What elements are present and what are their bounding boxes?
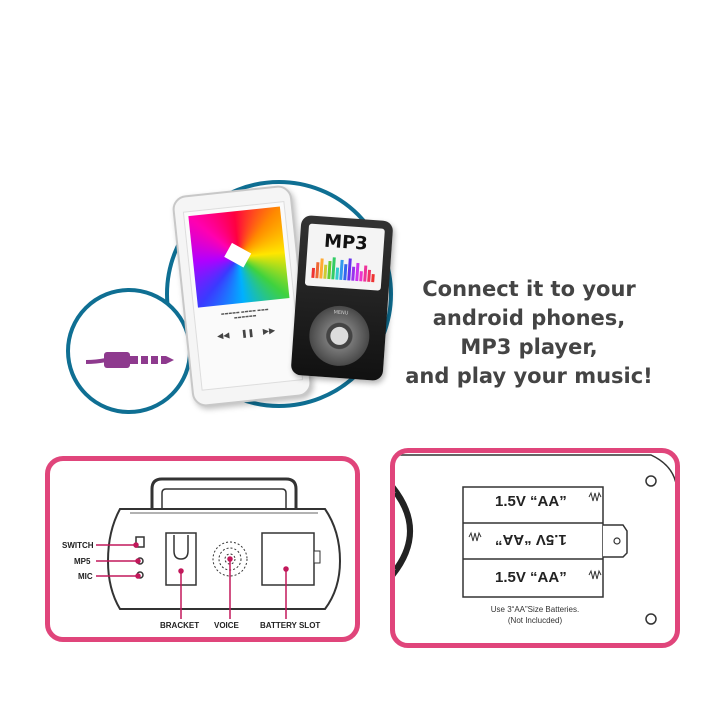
battery-compartment-diagram: 1.5V “AA” 1.5V “AA” 1.5V “AA” Use 3“AA”S… (390, 448, 680, 648)
menu-label-icon: MENU (333, 309, 349, 317)
headline-line-3: MP3 player, (460, 335, 598, 359)
label-switch: SWITCH (62, 541, 94, 550)
label-mp5: MP5 (74, 557, 91, 566)
battery-label-2: 1.5V “AA” (495, 531, 567, 548)
mp3-label: MP3 (323, 230, 369, 255)
mp3-screen: MP3 (304, 223, 385, 291)
rewind-icon: ◀◀ (216, 330, 230, 341)
back-panel-diagram: SWITCH MP5 MIC BRACKET VOICE BATTERY SLO… (45, 456, 360, 642)
wheel-center-button (329, 326, 349, 346)
smartphone: ▬▬▬▬▬ ▬▬▬▬ ▬▬▬▬▬▬▬▬▬ ◀◀ ❚❚ ▶▶ (171, 184, 313, 408)
label-voice: VOICE (214, 621, 239, 630)
battery-note-line-1: Use 3“AA”Size Batteries. (490, 605, 580, 614)
forward-icon: ▶▶ (262, 325, 276, 336)
battery-label-3: 1.5V “AA” (495, 569, 567, 586)
label-battery-slot: BATTERY SLOT (260, 621, 321, 630)
headline-line-4: and play your music! (405, 364, 653, 388)
headline-line-1: Connect it to your (422, 277, 636, 301)
album-art (188, 206, 290, 308)
speaker-back-drawing (96, 477, 342, 619)
plug-circle (66, 288, 192, 414)
phone-screen: ▬▬▬▬▬ ▬▬▬▬ ▬▬▬▬▬▬▬▬▬ ◀◀ ❚❚ ▶▶ (182, 201, 304, 391)
headline-line-2: android phones, (432, 306, 626, 330)
battery-note-line-2: (Not Inclucded) (507, 616, 563, 625)
equalizer-bars (311, 256, 377, 284)
audio-plug-icon (86, 352, 174, 368)
label-bracket: BRACKET (160, 621, 200, 630)
mp3-player: MP3 MENU (290, 214, 394, 382)
battery-holder-drawing (395, 454, 675, 625)
hero-illustration: ▬▬▬▬▬ ▬▬▬▬ ▬▬▬▬▬▬▬▬▬ ◀◀ ❚❚ ▶▶ MP3 MENU (60, 170, 420, 420)
headline: Connect it to your android phones, MP3 p… (398, 275, 660, 391)
battery-label-1: 1.5V “AA” (495, 493, 567, 510)
click-wheel: MENU (307, 303, 372, 368)
label-mic: MIC (78, 572, 93, 581)
pause-icon: ❚❚ (240, 327, 255, 339)
phone-song-info: ▬▬▬▬▬ ▬▬▬▬ ▬▬▬▬▬▬▬▬▬ (220, 306, 269, 320)
